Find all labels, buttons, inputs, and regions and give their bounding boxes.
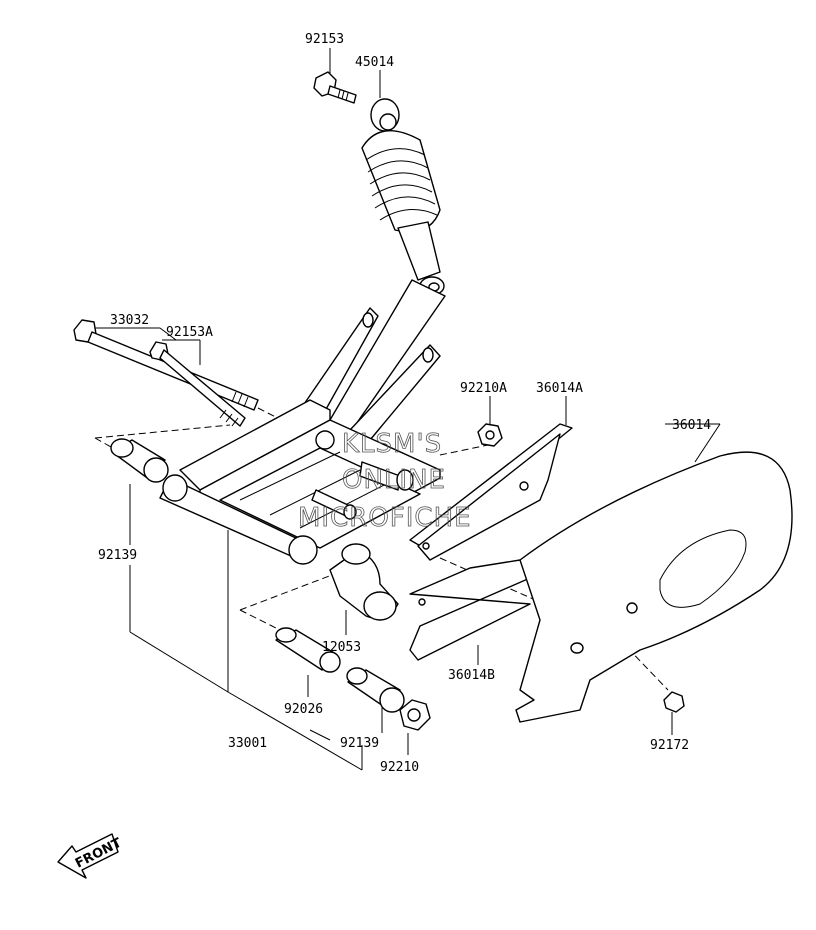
watermark-line-1: KLSM'S [342,429,442,459]
watermark: KLSM'S ONLINE MICROFICHE [298,429,472,534]
part-label-92172: 92172 [650,738,689,753]
front-arrow-icon: FRONT [57,833,124,879]
part-label-36014A: 36014A [536,381,583,396]
part-label-92153A: 92153A [166,325,213,340]
part-labels: 92153 45014 33032 92153A 92210A 36014A 3… [98,32,711,775]
leader-lines [92,48,721,771]
part-label-92139-lower: 92139 [340,736,379,751]
shock-absorber [313,71,445,296]
part-label-45014: 45014 [355,55,394,70]
part-label-92210: 92210 [380,760,419,775]
part-label-92210A: 92210A [460,381,507,396]
part-label-92026: 92026 [284,702,323,717]
chain-covers [409,423,793,723]
watermark-line-3: MICROFICHE [298,503,472,533]
watermark-line-2: ONLINE [342,465,446,495]
part-label-33032: 33032 [110,313,149,328]
part-label-33001: 33001 [228,736,267,751]
part-label-92139-upper: 92139 [98,548,137,563]
part-label-36014B: 36014B [448,668,495,683]
part-label-36014: 36014 [672,418,711,433]
swing-arm [73,279,446,565]
part-label-12053: 12053 [322,640,361,655]
part-label-92153: 92153 [305,32,344,47]
bushings [110,423,685,731]
